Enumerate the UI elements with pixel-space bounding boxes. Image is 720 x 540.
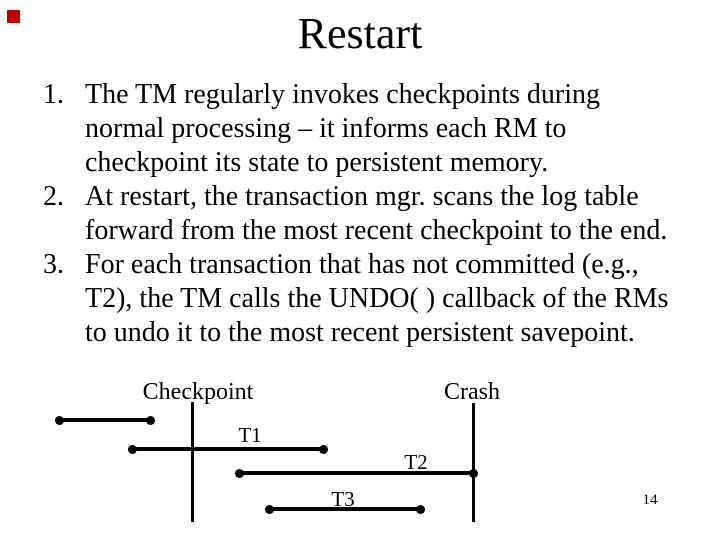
- transaction-label-t1: T1: [238, 423, 262, 447]
- list-item-line: to undo it to the most recent persistent…: [85, 317, 635, 348]
- red-square-marker: [7, 10, 20, 23]
- list-item: 1. The TM regularly invokes checkpoints …: [43, 78, 703, 180]
- crash-label: Crash: [444, 379, 500, 405]
- timeline-endpoint-dot: [127, 444, 137, 454]
- crash-line: [472, 403, 475, 522]
- list-item-line: At restart, the transaction mgr. scans t…: [85, 181, 639, 212]
- timeline-bar-t3: [269, 507, 420, 511]
- list-item-text: The TM regularly invokes checkpoints dur…: [85, 78, 600, 180]
- list-item-line: The TM regularly invokes checkpoints dur…: [85, 79, 601, 110]
- numbered-list: 1. The TM regularly invokes checkpoints …: [43, 78, 703, 350]
- list-item-line: checkpoint its state to persistent memor…: [85, 147, 549, 178]
- list-item: 2. At restart, the transaction mgr. scan…: [43, 180, 703, 248]
- list-item-line: normal processing – it informs each RM t…: [85, 113, 567, 144]
- page-number: 14: [642, 492, 658, 508]
- transaction-label-t3: T3: [331, 487, 355, 511]
- timeline-endpoint-dot: [234, 468, 244, 478]
- list-item-number: 2.: [43, 181, 64, 212]
- timeline-endpoint-dot: [318, 444, 328, 454]
- list-item: 3. For each transaction that has not com…: [43, 248, 703, 350]
- timeline-bar-t2: [239, 471, 474, 475]
- checkpoint-line: [191, 402, 194, 522]
- list-item-text: For each transaction that has not commit…: [85, 248, 668, 350]
- list-item-number: 3.: [43, 249, 64, 280]
- transaction-label-t2: T2: [404, 450, 428, 474]
- timeline-bar-t1: [132, 447, 323, 451]
- timeline-endpoint-dot: [264, 504, 274, 514]
- list-item-line: T2), the TM calls the UNDO( ) callback o…: [85, 283, 669, 314]
- list-item-line: For each transaction that has not commit…: [85, 249, 639, 280]
- slide-title: Restart: [297, 9, 423, 58]
- list-item-line: forward from the most recent checkpoint …: [85, 215, 668, 246]
- timeline-endpoint-dot: [415, 504, 425, 514]
- timeline-endpoint-dot: [468, 468, 478, 478]
- list-item-number: 1.: [43, 79, 64, 110]
- checkpoint-label: Checkpoint: [142, 379, 254, 405]
- timeline-endpoint-dot: [54, 415, 64, 425]
- list-item-text: At restart, the transaction mgr. scans t…: [85, 180, 667, 248]
- timeline-bar-t0: [59, 418, 151, 422]
- timeline-endpoint-dot: [145, 415, 155, 425]
